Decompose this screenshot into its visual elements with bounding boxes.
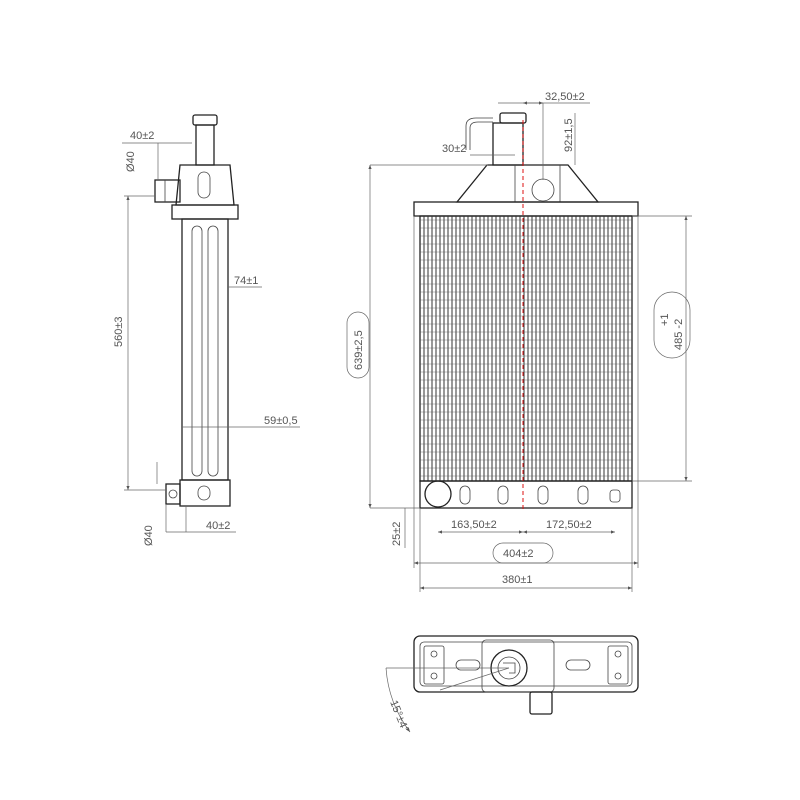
dim-front-left-offset: 163,50±2 bbox=[451, 519, 497, 531]
side-core-slot-left bbox=[191, 225, 203, 477]
dim-front-core-height-tol: +1 bbox=[659, 313, 671, 326]
front-filler-cap bbox=[499, 112, 527, 124]
dim-front-cap-offset: 32,50±2 bbox=[545, 91, 585, 103]
top-view-outlet-pipe bbox=[529, 691, 553, 715]
dim-front-core-height-frame bbox=[653, 291, 691, 359]
side-bottom-pipe bbox=[165, 483, 181, 505]
dim-side-height: 560±3 bbox=[113, 316, 125, 347]
front-top-bracket bbox=[413, 201, 639, 217]
side-top-tank bbox=[175, 164, 235, 206]
dim-front-total-height: 639±2,5 bbox=[353, 330, 365, 370]
dim-front-bottom-offset: 25±2 bbox=[391, 522, 403, 546]
front-top-tank bbox=[455, 164, 600, 203]
dim-side-core-depth: 59±0,5 bbox=[264, 415, 298, 427]
dim-front-cap-height: 92±1,5 bbox=[563, 118, 575, 152]
top-view: 15°±4° bbox=[385, 635, 639, 734]
side-filler-cap bbox=[192, 114, 218, 126]
front-view: 32,50±2 30±2 92±1,5 639±2,5 +1 485 -2 16… bbox=[346, 91, 692, 592]
dim-front-total-width-frame bbox=[492, 542, 554, 564]
dim-front-total-height-frame bbox=[346, 311, 370, 379]
front-filler-neck bbox=[492, 122, 524, 166]
dim-side-top-width: 40±2 bbox=[130, 130, 154, 142]
side-core bbox=[181, 218, 229, 481]
top-view-left-bracket bbox=[423, 645, 445, 685]
front-bottom-port bbox=[424, 480, 452, 508]
side-core-slot-right bbox=[207, 225, 219, 477]
dim-front-core-height: 485 -2 bbox=[673, 319, 685, 350]
front-bottom-tank bbox=[419, 480, 633, 509]
side-filler-neck bbox=[195, 124, 215, 166]
front-overflow-pipe bbox=[465, 117, 493, 150]
dim-top-angle: 15°±4° bbox=[387, 699, 411, 734]
dim-side-bottom-pipe-diameter: Ø40 bbox=[143, 525, 155, 546]
dim-front-right-offset: 172,50±2 bbox=[546, 519, 592, 531]
dim-front-cap-width: 30±2 bbox=[442, 143, 466, 155]
side-view: 40±2 Ø40 560±3 74±1 59±0,5 Ø40 40±2 bbox=[113, 114, 300, 546]
side-top-bracket bbox=[171, 204, 239, 220]
top-view-right-bracket bbox=[607, 645, 629, 685]
side-top-pipe bbox=[154, 179, 181, 203]
front-top-port bbox=[531, 178, 555, 202]
side-top-slot bbox=[197, 171, 211, 199]
dim-front-core-width: 380±1 bbox=[502, 574, 533, 586]
front-core-fins bbox=[420, 216, 632, 481]
dim-side-core-width: 74±1 bbox=[234, 275, 258, 287]
dim-side-bottom-width: 40±2 bbox=[206, 520, 230, 532]
side-bottom-tank bbox=[179, 479, 231, 507]
dim-front-total-width: 404±2 bbox=[503, 548, 534, 560]
dim-side-top-pipe-diameter: Ø40 bbox=[125, 151, 137, 172]
